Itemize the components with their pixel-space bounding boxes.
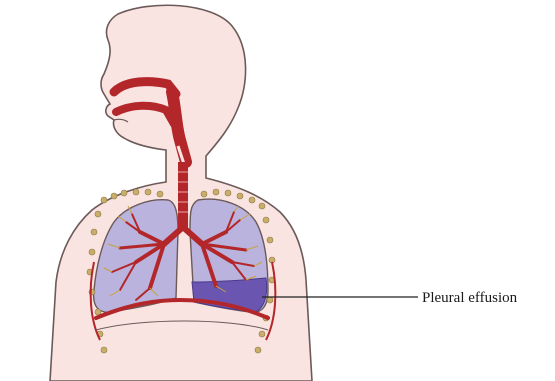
annotation-label: Pleural effusion: [422, 290, 518, 306]
